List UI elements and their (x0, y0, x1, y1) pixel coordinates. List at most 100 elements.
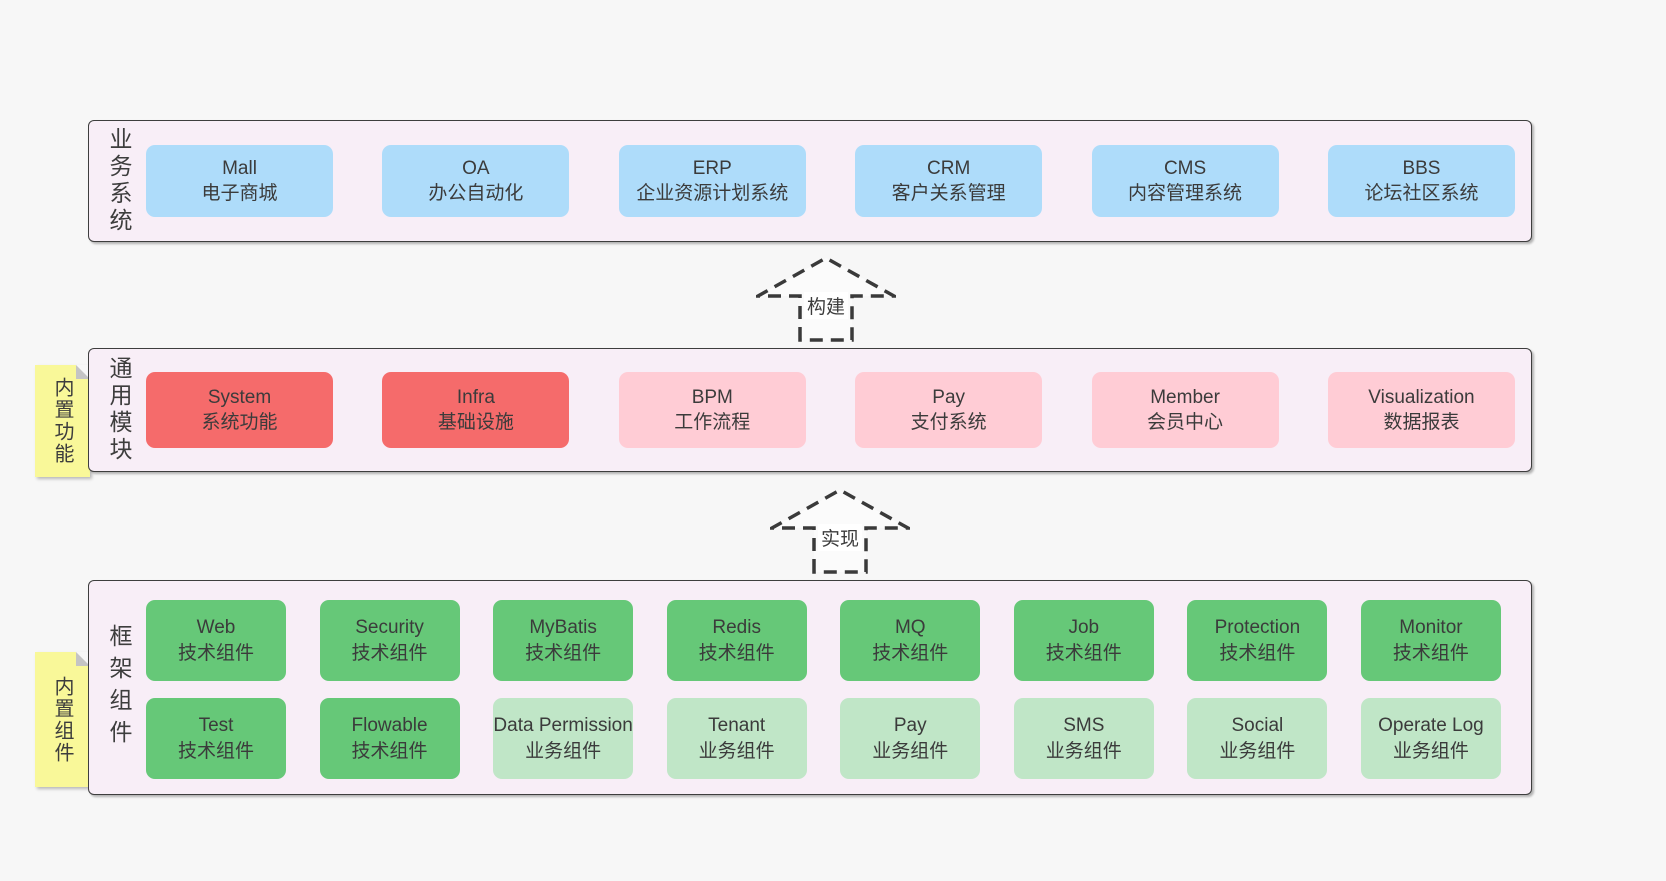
box-title: Test (198, 715, 234, 737)
box-test: Test 技术组件 (146, 698, 286, 779)
box-subtitle: 业务组件 (1219, 740, 1296, 762)
box-mq: MQ 技术组件 (840, 600, 981, 681)
box-title: Job (1068, 617, 1100, 639)
band-framework-components: 框架组件 Web 技术组件 Security 技术组件 MyBatis 技术组件… (88, 580, 1532, 795)
box-oa: OA 办公自动化 (382, 145, 570, 217)
box-subtitle: 工作流程 (674, 412, 751, 433)
box-infra: Infra 基础设施 (382, 372, 570, 448)
box-title: Operate Log (1378, 715, 1484, 737)
band-label-business-systems: 业务系统 (106, 127, 132, 235)
box-subtitle: 业务组件 (1392, 740, 1469, 762)
box-crm: CRM 客户关系管理 (855, 145, 1043, 217)
box-subtitle: 企业资源计划系统 (636, 183, 789, 204)
box-title: CRM (927, 157, 971, 179)
box-subtitle: 技术组件 (351, 740, 428, 762)
box-subtitle: 业务组件 (698, 740, 775, 762)
sticky-note-builtin-components: 内置组件 (35, 652, 90, 787)
box-subtitle: 技术组件 (177, 740, 254, 762)
box-title: Visualization (1368, 386, 1475, 408)
box-title: System (207, 386, 272, 408)
box-subtitle: 支付系统 (910, 412, 987, 433)
box-title: MQ (894, 617, 926, 639)
box-data-permission: Data Permission 业务组件 (493, 698, 634, 779)
band-common-modules: 通用模块 System 系统功能 Infra 基础设施 BPM 工作流程 Pay… (88, 348, 1532, 472)
sticky-note-builtin-features: 内置功能 (35, 365, 90, 477)
box-redis: Redis 技术组件 (666, 600, 807, 681)
business-systems-boxes: Mall 电子商城 OA 办公自动化 ERP 企业资源计划系统 CRM 客户关系… (89, 121, 1531, 241)
box-title: Protection (1214, 617, 1301, 639)
box-title: Mall (222, 157, 257, 179)
box-title: Redis (712, 617, 761, 639)
box-title: Member (1150, 386, 1220, 408)
band-label-common-modules: 通用模块 (106, 356, 132, 464)
band-business-systems: 业务系统 Mall 电子商城 OA 办公自动化 ERP 企业资源计划系统 CRM… (88, 120, 1532, 242)
box-tenant: Tenant 业务组件 (666, 698, 807, 779)
box-subtitle: 技术组件 (1219, 642, 1296, 664)
box-subtitle: 电子商城 (201, 183, 278, 204)
arrow-build: 构建 (756, 254, 896, 342)
box-security: Security 技术组件 (319, 600, 460, 681)
box-visualization: Visualization 数据报表 (1327, 372, 1515, 448)
box-subtitle: 技术组件 (1045, 642, 1122, 664)
box-subtitle: 技术组件 (351, 642, 428, 664)
box-title: ERP (692, 157, 732, 179)
box-subtitle: 办公自动化 (428, 183, 524, 204)
arrow-implement: 实现 (770, 486, 910, 574)
box-web: Web 技术组件 (146, 600, 286, 681)
box-title: Pay (932, 386, 966, 408)
box-subtitle: 基础设施 (437, 412, 514, 433)
box-subtitle: 技术组件 (698, 642, 775, 664)
box-title: Web (196, 617, 236, 639)
box-subtitle: 技术组件 (177, 642, 254, 664)
box-title: Monitor (1399, 617, 1463, 639)
box-flowable: Flowable 技术组件 (319, 698, 460, 779)
box-title: MyBatis (529, 617, 597, 639)
box-erp: ERP 企业资源计划系统 (618, 145, 806, 217)
box-pay-component: Pay 业务组件 (840, 698, 981, 779)
components-row-1: Web 技术组件 Security 技术组件 MyBatis 技术组件 Redi… (146, 600, 1501, 681)
box-title: Data Permission (493, 715, 633, 737)
box-social: Social 业务组件 (1187, 698, 1328, 779)
box-subtitle: 客户关系管理 (891, 183, 1006, 204)
box-title: BBS (1402, 157, 1441, 179)
box-subtitle: 数据报表 (1383, 412, 1460, 433)
arrow-label: 构建 (803, 292, 849, 319)
box-subtitle: 业务组件 (1045, 740, 1122, 762)
box-subtitle: 业务组件 (872, 740, 949, 762)
framework-components-grid: Web 技术组件 Security 技术组件 MyBatis 技术组件 Redi… (89, 581, 1531, 794)
box-subtitle: 论坛社区系统 (1364, 183, 1479, 204)
box-bbs: BBS 论坛社区系统 (1327, 145, 1515, 217)
sticky-label: 内置组件 (51, 675, 73, 764)
box-subtitle: 内容管理系统 (1128, 183, 1243, 204)
box-title: SMS (1063, 715, 1105, 737)
box-title: Infra (456, 386, 495, 408)
arrow-label: 实现 (817, 524, 863, 551)
box-title: OA (462, 157, 490, 179)
box-subtitle: 技术组件 (525, 642, 602, 664)
box-subtitle: 技术组件 (872, 642, 949, 664)
box-member: Member 会员中心 (1091, 372, 1279, 448)
box-subtitle: 业务组件 (525, 740, 602, 762)
box-title: Flowable (351, 715, 428, 737)
box-title: CMS (1163, 157, 1207, 179)
band-label-framework-components: 框架组件 (106, 623, 132, 752)
box-mall: Mall 电子商城 (146, 145, 333, 217)
common-modules-boxes: System 系统功能 Infra 基础设施 BPM 工作流程 Pay 支付系统… (89, 349, 1531, 471)
box-bpm: BPM 工作流程 (618, 372, 806, 448)
box-system: System 系统功能 (146, 372, 333, 448)
box-cms: CMS 内容管理系统 (1091, 145, 1279, 217)
box-mybatis: MyBatis 技术组件 (493, 600, 634, 681)
box-subtitle: 会员中心 (1147, 412, 1224, 433)
box-title: Pay (893, 715, 927, 737)
box-title: Social (1231, 715, 1284, 737)
box-subtitle: 技术组件 (1392, 642, 1469, 664)
box-title: Tenant (708, 715, 766, 737)
box-operate-log: Operate Log 业务组件 (1360, 698, 1501, 779)
box-monitor: Monitor 技术组件 (1360, 600, 1501, 681)
box-title: BPM (691, 386, 733, 408)
box-pay: Pay 支付系统 (855, 372, 1043, 448)
sticky-label: 内置功能 (51, 377, 73, 465)
components-row-2: Test 技术组件 Flowable 技术组件 Data Permission … (146, 698, 1501, 779)
box-job: Job 技术组件 (1013, 600, 1154, 681)
